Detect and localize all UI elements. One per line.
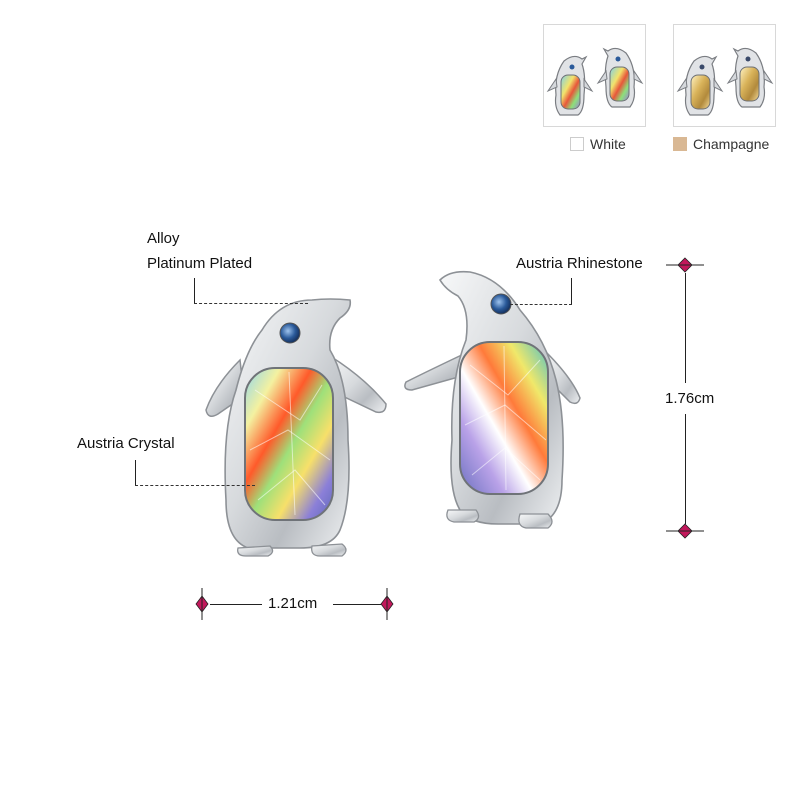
height-dimension-line-bottom [685,414,686,524]
dimension-markers [195,257,704,620]
white-swatch [570,137,584,151]
austria-crystal-label: Austria Crystal [77,435,175,452]
penguin-pair-champagne-image [676,47,774,116]
penguin-pair-white-image [546,47,644,116]
variant-thumbnail-champagne[interactable] [673,24,776,127]
plating-leader-vertical [194,278,195,303]
crystal-leader-line [135,485,255,486]
width-dimension-line-left [210,604,262,605]
variant-option-champagne[interactable]: Champagne [673,136,769,152]
champagne-swatch [673,137,687,151]
crystal-leader-vertical [135,460,136,485]
right-penguin-earring [404,270,581,529]
alloy-label: Alloy [147,230,180,247]
plating-leader-line [194,303,308,304]
height-dimension-line-top [685,273,686,383]
variant-thumbnail-white[interactable] [543,24,646,127]
austria-rhinestone-label: Austria Rhinestone [516,255,643,272]
platinum-plated-label: Platinum Plated [147,255,253,272]
variant-label-white: White [590,136,626,152]
height-dimension-label: 1.76cm [665,390,715,407]
rhinestone-leader-line [510,304,572,305]
left-penguin-earring [205,298,387,557]
rhinestone-leader-vertical [571,278,572,304]
width-dimension-line-right [333,604,381,605]
variant-label-champagne: Champagne [693,136,770,152]
variant-option-white[interactable]: White [570,136,626,152]
width-dimension-label: 1.21cm [268,595,318,612]
